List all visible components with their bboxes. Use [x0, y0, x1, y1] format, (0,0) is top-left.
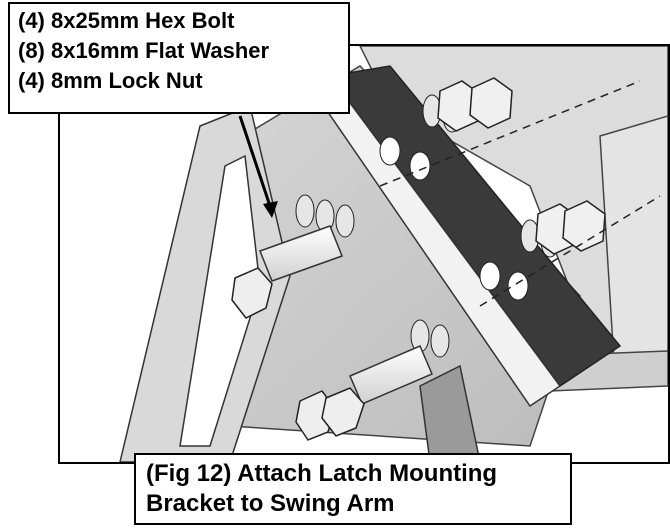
bracket-hole: [479, 261, 501, 291]
swing-arm-flange: [599, 115, 668, 379]
assembly-illustration: [58, 44, 670, 464]
bracket-hole: [379, 136, 401, 166]
figure-caption: (Fig 12) Attach Latch Mounting Bracket t…: [134, 453, 572, 525]
hex-bolt-head: [231, 267, 273, 319]
bracket-hole: [507, 271, 529, 301]
parts-callout: (4) 8x25mm Hex Bolt (8) 8x16mm Flat Wash…: [8, 2, 350, 114]
flat-washer: [295, 194, 315, 228]
assembly-drawing: [119, 46, 668, 462]
left-plate-slot: [179, 154, 261, 447]
caption-line-2: Bracket to Swing Arm: [146, 490, 395, 517]
bolt-axis-line: [479, 195, 661, 307]
hex-bolt-head: [321, 387, 365, 437]
bolt-axis-line: [379, 80, 641, 187]
parts-line-flat-washer: (8) 8x16mm Flat Washer: [18, 38, 270, 63]
lock-nut: [469, 77, 513, 129]
parts-line-lock-nut: (4) 8mm Lock Nut: [18, 68, 203, 93]
caption-line-1: (Fig 12) Attach Latch Mounting: [146, 460, 498, 487]
parts-line-hex-bolt: (4) 8x25mm Hex Bolt: [18, 8, 235, 33]
lower-bracket: [419, 364, 481, 462]
arrowhead-icon: [263, 201, 278, 218]
flat-washer: [430, 324, 450, 358]
flat-washer: [335, 204, 355, 238]
lock-nut: [562, 200, 606, 252]
bracket-hole: [409, 151, 431, 181]
hex-bolt-shank: [349, 345, 433, 405]
hex-bolt-shank: [259, 225, 343, 282]
callout-arrow: [238, 115, 272, 207]
